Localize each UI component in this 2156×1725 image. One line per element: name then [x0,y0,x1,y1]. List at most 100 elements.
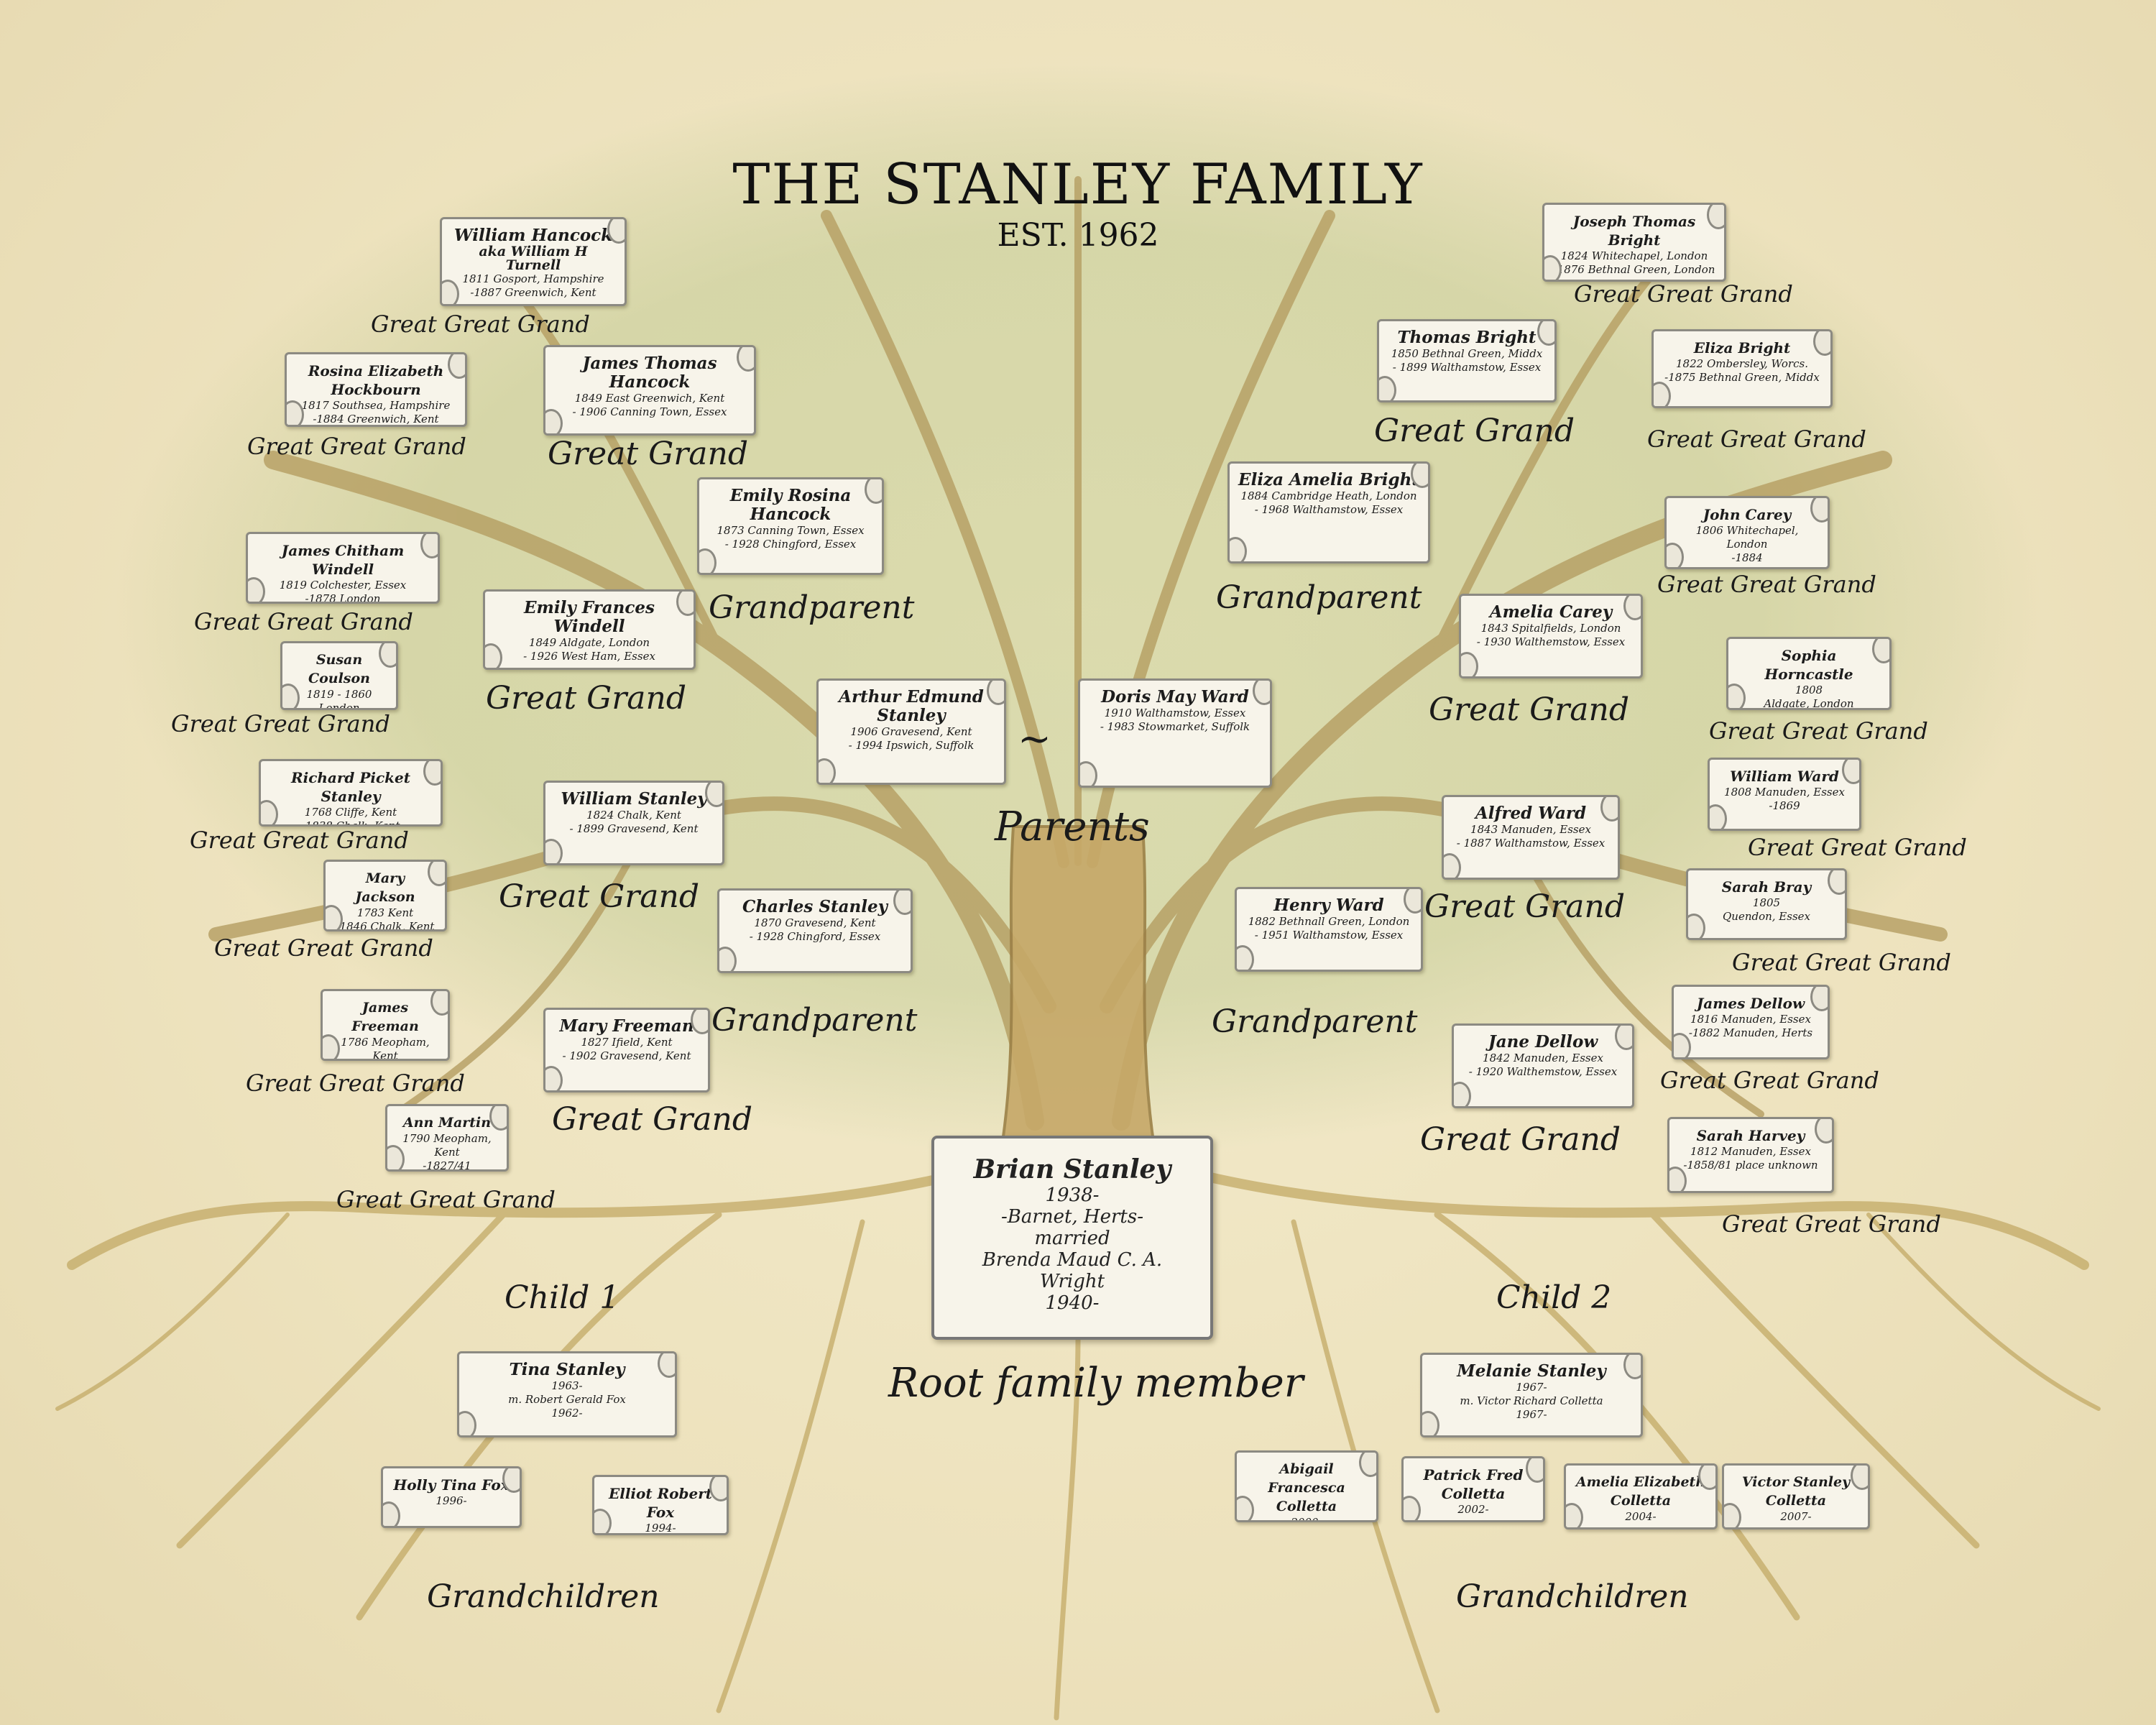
person-name: Victor Stanley Colletta [1733,1473,1859,1510]
person-detail: - 1902 Gravesend, Kent [554,1049,699,1063]
person-detail: 1808 [1737,684,1881,697]
person-scroll: James Freeman 1786 Meopham, Kent [321,989,450,1061]
person-detail: - 1906 Canning Town, Essex [554,405,745,419]
person-detail: 1849 East Greenwich, Kent [554,392,745,405]
person-detail: 1843 Spitalfields, London [1470,622,1632,635]
tree-trunk [999,827,1157,1164]
person-detail: 1827 Ifield, Kent [554,1036,699,1049]
generation-label: Great Great Grand [1709,717,1928,745]
person-detail: - 1928 Chingford, Essex [708,538,873,551]
person-scroll: Doris May Ward 1910 Walthamstow, Essex -… [1078,678,1272,788]
generation-label: Great Great Grand [171,710,390,737]
person-name: Melanie Stanley [1431,1362,1632,1381]
person-detail: - 1920 Walthemstow, Essex [1462,1065,1623,1079]
person-scroll: Thomas Bright 1850 Bethnal Green, Middx … [1377,319,1557,402]
person-scroll: Alfred Ward 1843 Manuden, Essex - 1887 W… [1442,795,1620,880]
generation-label: Great Grand [1429,691,1629,728]
person-scroll: Rosina Elizabeth Hockbourn 1817 Southsea… [285,352,467,427]
person-detail: 1805 [1697,896,1836,910]
person-name: Amelia Elizabeth Colletta [1575,1473,1707,1510]
person-name: Sarah Bray [1697,878,1836,896]
person-detail: 1816 Manuden, Essex [1682,1013,1819,1026]
generation-label: Great Grand [1374,413,1575,449]
person-detail: 1962- [468,1407,666,1420]
person-scroll: William Hancock aka William H Turnell 18… [440,217,627,306]
root-person-detail: 1938- [946,1184,1199,1206]
person-detail: -1858/81 place unknown [1678,1159,1823,1172]
person-detail: -1882 Manuden, Herts [1682,1026,1819,1040]
person-detail: 1824 Whitechapel, London [1553,249,1715,263]
generation-label: Grandparent [711,1002,917,1039]
person-detail: 2004- [1575,1510,1707,1524]
person-detail: 2002- [1412,1503,1534,1517]
person-detail: 1963- [468,1379,666,1393]
person-detail: 1768 Cliffe, Kent [270,806,432,819]
root-person-scroll: Brian Stanley 1938- -Barnet, Herts- marr… [931,1136,1213,1340]
person-detail: 1996- [392,1494,511,1508]
person-detail: Quendon, Essex [1697,910,1836,924]
person-name: Emily Rosina Hancock [708,487,873,524]
person-name: Thomas Bright [1388,328,1546,347]
generation-label: Great Grand [499,878,699,915]
root-person-detail: 1940- [946,1292,1199,1314]
person-name: Richard Picket Stanley [270,768,432,806]
person-name: Tina Stanley [468,1361,666,1379]
person-detail: 1994- [603,1522,718,1535]
person-detail: 1850 Bethnal Green, Middx [1388,347,1546,361]
person-detail: - 1928 Chingford, Essex [728,930,902,944]
person-detail: 1811 Gosport, Hampshire [451,272,616,286]
person-name: Sarah Harvey [1678,1126,1823,1145]
person-name: Alfred Ward [1452,804,1609,823]
root-person-detail: Wright [946,1271,1199,1292]
person-detail: London [291,702,387,710]
person-detail: 1967- [1431,1381,1632,1394]
person-detail: -1875 Bethnal Green, Middx [1662,371,1822,385]
person-detail: 1806 Whitechapel, London [1675,524,1819,551]
person-name: James Dellow [1682,994,1819,1013]
person-scroll: Charles Stanley 1870 Gravesend, Kent - 1… [717,888,913,973]
person-scroll: Emily Frances Windell 1849 Aldgate, Lond… [483,589,696,670]
person-scroll: Mary Jackson 1783 Kent -1846 Chalk, Kent [323,860,447,932]
person-detail: - 1983 Stowmarket, Suffolk [1089,720,1261,734]
generation-label: Great Great Grand [1574,280,1793,308]
person-detail: 1842 Manuden, Essex [1462,1052,1623,1065]
person-scroll: Abigail Francesca Colletta 2000- [1235,1450,1378,1522]
person-scroll: Sophia Horncastle 1808 Aldgate, London [1726,637,1892,710]
person-detail: 1822 Ombersley, Worcs. [1662,357,1822,371]
generation-label: Great Great Grand [190,827,409,854]
person-scroll: Patrick Fred Colletta 2002- [1401,1456,1545,1522]
person-name: Mary Freeman [554,1017,699,1036]
person-detail: 1783 Kent [334,906,436,920]
person-scroll: Tina Stanley 1963- m. Robert Gerald Fox … [457,1351,677,1438]
generation-label: Great Great Grand [1660,1067,1879,1094]
generation-label: Great Great Grand [247,433,466,460]
established-subtitle: EST. 1962 [0,217,2156,254]
person-scroll: Sarah Bray 1805 Quendon, Essex [1686,868,1847,940]
person-detail: - 1968 Walthamstow, Essex [1238,503,1419,517]
root-person-detail: married [946,1228,1199,1249]
person-name: Doris May Ward [1089,688,1261,707]
generation-label: Great Great Grand [194,608,413,635]
root-person-name: Brian Stanley [946,1154,1199,1184]
parents-label: Parents [995,804,1150,850]
person-scroll: Melanie Stanley 1967- m. Victor Richard … [1420,1353,1643,1438]
generation-label: Great Great Grand [1732,949,1951,976]
person-name: William Hancock [451,226,616,245]
generation-label: Great Great Grand [214,934,433,962]
person-detail: - 1899 Walthamstow, Essex [1388,361,1546,374]
person-detail: -1884 Greenwich, Kent [295,413,456,426]
person-name: James Freeman [331,998,439,1036]
person-scroll: Henry Ward 1882 Bethnall Green, London -… [1235,887,1423,972]
person-scroll: William Stanley 1824 Chalk, Kent - 1899 … [543,781,724,865]
generation-label: Grandparent [709,589,914,626]
generation-label: Grandparent [1216,579,1422,616]
person-detail: 1906 Gravesend, Kent [827,725,995,739]
person-detail: 1824 Chalk, Kent [554,809,714,822]
generation-label: Great Grand [552,1101,752,1138]
person-detail: 1790 Meopham, Kent [396,1132,498,1159]
person-detail: -1838 Chalk, Kent [270,819,432,827]
person-detail: 1873 Canning Town, Essex [708,524,873,538]
person-scroll: Amelia Carey 1843 Spitalfields, London -… [1459,594,1643,678]
person-scroll: William Ward 1808 Manuden, Essex -1869 [1708,758,1861,831]
person-scroll: James Chitham Windell 1819 Colchester, E… [246,532,440,604]
